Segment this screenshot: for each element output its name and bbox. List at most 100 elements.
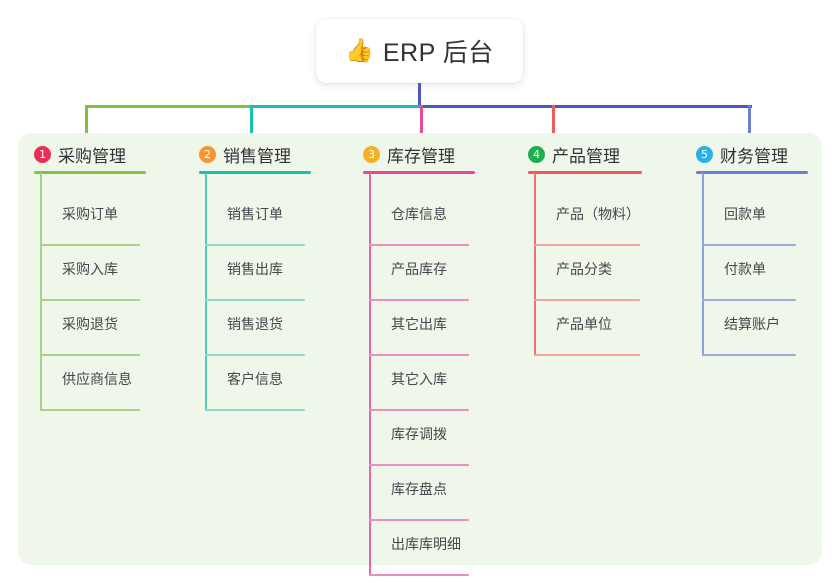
branch-item-rule	[534, 244, 640, 246]
branch-item-rule	[369, 574, 469, 576]
branch-item-rule	[369, 519, 469, 521]
branch-item-label: 产品单位	[556, 316, 612, 332]
branch-item-label: 产品（物料）	[556, 206, 640, 222]
branch-item[interactable]: 客户信息	[205, 356, 305, 411]
branch-item-label: 回款单	[724, 206, 766, 222]
branch-spine-4	[534, 173, 536, 356]
branch-item-label: 采购订单	[62, 206, 118, 222]
branch-item-label: 库存调拨	[391, 426, 447, 442]
branch-rule-3	[363, 171, 475, 174]
connector-drop-1	[85, 105, 88, 140]
connector-trunk	[418, 83, 421, 108]
branch-item-rule	[40, 244, 140, 246]
branch-item-rule	[205, 299, 305, 301]
branch-item-rule	[369, 354, 469, 356]
branch-item[interactable]: 采购退货	[40, 301, 140, 356]
branch-item[interactable]: 回款单	[702, 191, 796, 246]
branch-item[interactable]: 出库库明细	[369, 521, 469, 576]
branch-item-label: 采购入库	[62, 261, 118, 277]
branch-item-rule	[369, 299, 469, 301]
branch-item-rule	[369, 244, 469, 246]
branch-header-3[interactable]: 3 库存管理	[363, 142, 455, 167]
branch-item-rule	[369, 409, 469, 411]
branch-item[interactable]: 仓库信息	[369, 191, 469, 246]
branch-item-label: 付款单	[724, 261, 766, 277]
branch-item-rule	[40, 299, 140, 301]
branch-item-rule	[205, 409, 305, 411]
branch-item-rule	[40, 409, 140, 411]
connector-bar-segment-3	[420, 105, 752, 108]
branch-item-label: 其它入库	[391, 371, 447, 387]
branch-rule-4	[528, 171, 642, 174]
branch-item-rule	[369, 464, 469, 466]
branch-item-label: 客户信息	[227, 371, 283, 387]
branch-item-label: 销售退货	[227, 316, 283, 332]
branch-title-5: 财务管理	[720, 147, 788, 166]
branch-badge-2: 2	[199, 146, 216, 163]
connector-drop-3	[420, 105, 423, 140]
branch-badge-3: 3	[363, 146, 380, 163]
root-node-title: ERP 后台	[382, 39, 494, 67]
branch-spine-1	[40, 173, 42, 411]
branch-item[interactable]: 采购入库	[40, 246, 140, 301]
branch-spine-2	[205, 173, 207, 411]
branch-item-label: 采购退货	[62, 316, 118, 332]
branch-item-rule	[534, 354, 640, 356]
branch-item-label: 其它出库	[391, 316, 447, 332]
branch-item-label: 库存盘点	[391, 481, 447, 497]
branch-badge-5: 5	[696, 146, 713, 163]
branch-title-3: 库存管理	[387, 147, 455, 166]
branch-spine-5	[702, 173, 704, 356]
branch-item[interactable]: 供应商信息	[40, 356, 140, 411]
branch-item[interactable]: 库存调拨	[369, 411, 469, 466]
branch-item-label: 出库库明细	[391, 536, 461, 552]
root-node[interactable]: 👍 ERP 后台	[316, 19, 523, 83]
connector-drop-2	[250, 105, 253, 140]
branch-item[interactable]: 产品单位	[534, 301, 640, 356]
branch-rule-5	[696, 171, 808, 174]
branch-item-label: 供应商信息	[62, 371, 132, 387]
branch-header-5[interactable]: 5 财务管理	[696, 142, 788, 167]
branch-rule-2	[199, 171, 311, 174]
branch-spine-3	[369, 173, 371, 576]
branch-title-1: 采购管理	[58, 147, 126, 166]
branch-item[interactable]: 付款单	[702, 246, 796, 301]
connector-drop-5	[748, 105, 751, 140]
branch-item-rule	[40, 354, 140, 356]
branch-item-label: 仓库信息	[391, 206, 447, 222]
thumbs-up-icon: 👍	[345, 37, 374, 64]
branch-item-label: 销售订单	[227, 206, 283, 222]
branch-item-label: 销售出库	[227, 261, 283, 277]
branch-item-rule	[702, 299, 796, 301]
branch-item[interactable]: 销售订单	[205, 191, 305, 246]
branch-item-rule	[205, 354, 305, 356]
branch-item-rule	[205, 244, 305, 246]
branch-header-4[interactable]: 4 产品管理	[528, 142, 620, 167]
branch-item[interactable]: 库存盘点	[369, 466, 469, 521]
branch-item-label: 产品分类	[556, 261, 612, 277]
connector-drop-4	[552, 105, 555, 140]
branch-badge-1: 1	[34, 146, 51, 163]
branch-item[interactable]: 其它入库	[369, 356, 469, 411]
branch-item[interactable]: 产品库存	[369, 246, 469, 301]
branch-header-1[interactable]: 1 采购管理	[34, 142, 126, 167]
branch-item[interactable]: 产品分类	[534, 246, 640, 301]
branch-item[interactable]: 产品（物料）	[534, 191, 640, 246]
branch-item[interactable]: 销售出库	[205, 246, 305, 301]
branch-item-label: 结算账户	[724, 316, 780, 332]
branch-item-label: 产品库存	[391, 261, 447, 277]
branch-item[interactable]: 结算账户	[702, 301, 796, 356]
branch-item[interactable]: 采购订单	[40, 191, 140, 246]
connector-bar-segment-1	[85, 105, 253, 108]
branch-item[interactable]: 销售退货	[205, 301, 305, 356]
branch-badge-4: 4	[528, 146, 545, 163]
branch-title-4: 产品管理	[552, 147, 620, 166]
branch-item[interactable]: 其它出库	[369, 301, 469, 356]
connector-bar-segment-2	[250, 105, 423, 108]
branch-item-rule	[534, 299, 640, 301]
branch-rule-1	[34, 171, 146, 174]
branch-item-rule	[702, 354, 796, 356]
